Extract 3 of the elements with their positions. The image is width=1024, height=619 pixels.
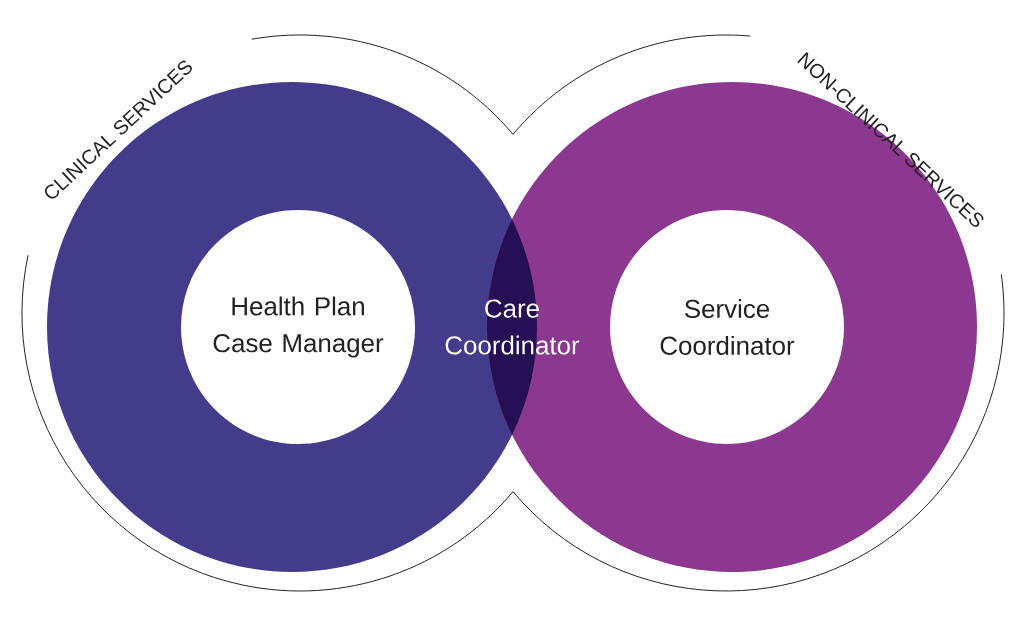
circle-label: Service Coordinator [610,210,844,444]
circle-label: Health Plan Case Manager [181,210,415,444]
overlap-label: Care Coordinator [445,299,580,355]
